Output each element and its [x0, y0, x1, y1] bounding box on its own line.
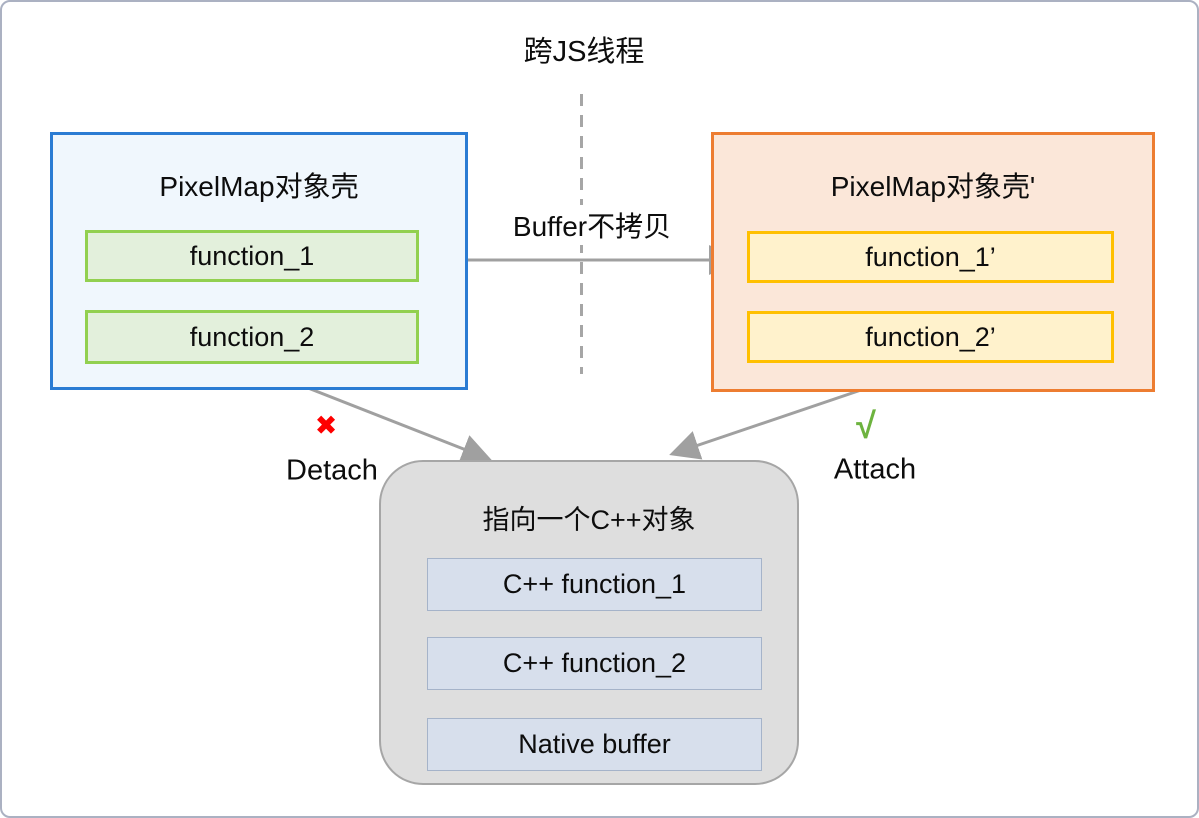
- pixelmap-shell-box: PixelMap对象壳 function_1 function_2: [50, 132, 468, 390]
- function-1-box: function_1: [85, 230, 419, 282]
- attach-label: Attach: [833, 453, 917, 486]
- pixelmap-shell-prime-title: PixelMap对象壳': [830, 171, 1036, 202]
- buffer-arrow-label: Buffer不拷贝: [510, 205, 674, 245]
- cpp-object-box: 指向一个C++对象 C++ function_1 C++ function_2 …: [379, 460, 799, 785]
- pixelmap-shell-title: PixelMap对象壳: [159, 171, 359, 202]
- cpp-function-2-box: C++ function_2: [427, 637, 762, 690]
- diagram-title: 跨JS线程: [523, 36, 645, 68]
- cross-mark-icon: ✖: [314, 410, 338, 441]
- function-2-prime-box: function_2’: [747, 311, 1114, 363]
- native-buffer-box: Native buffer: [427, 718, 762, 771]
- cpp-object-title: 指向一个C++对象: [482, 505, 696, 535]
- function-1-prime-box: function_1’: [747, 231, 1114, 283]
- detach-label: Detach: [286, 454, 378, 487]
- check-mark-icon: √: [856, 405, 876, 446]
- pixelmap-shell-prime-box: PixelMap对象壳' function_1’ function_2’: [711, 132, 1155, 392]
- cpp-function-1-box: C++ function_1: [427, 558, 762, 611]
- function-2-box: function_2: [85, 310, 419, 364]
